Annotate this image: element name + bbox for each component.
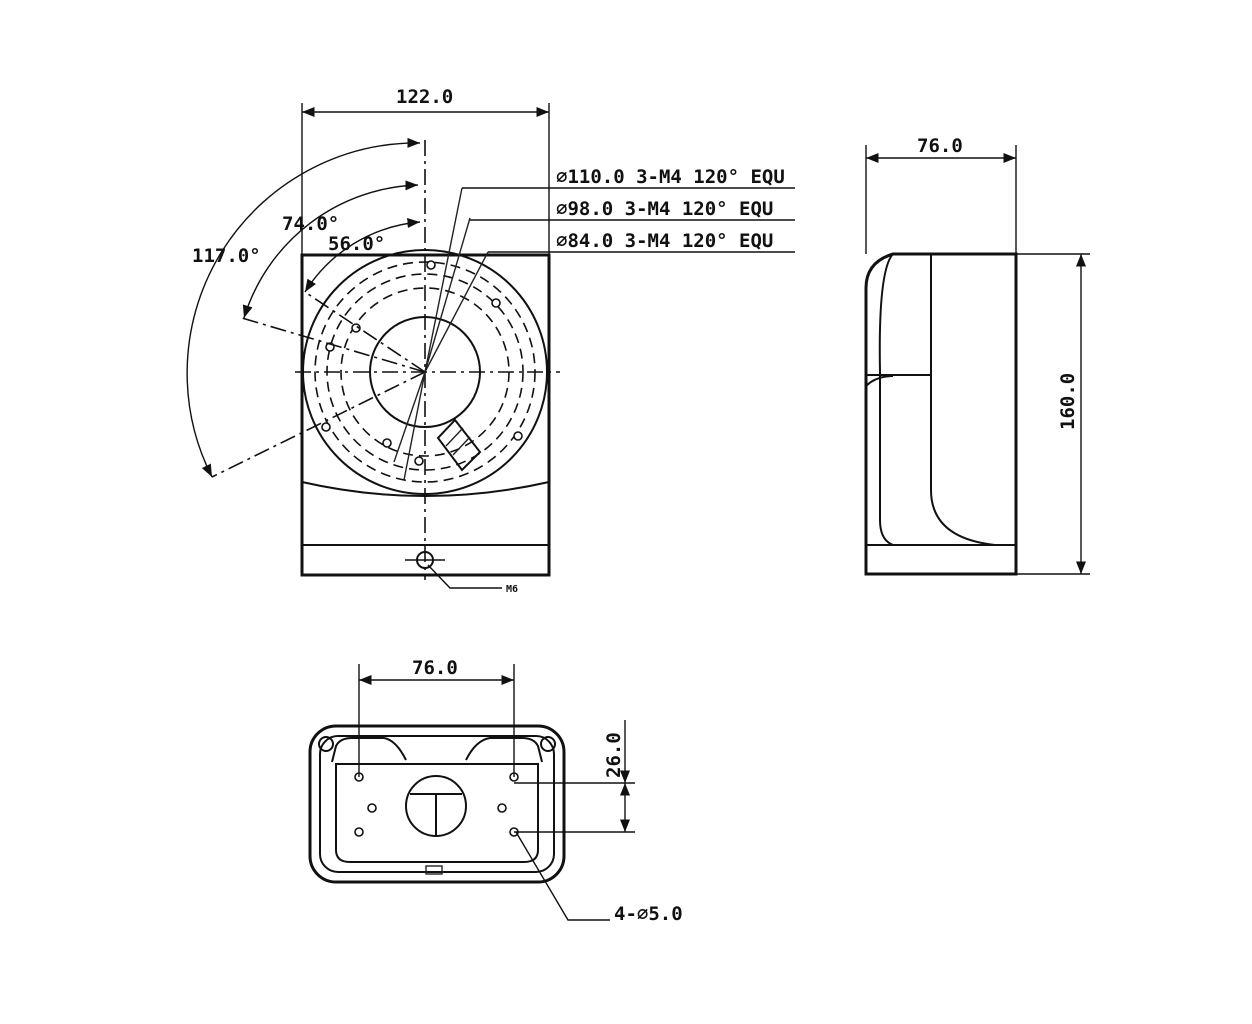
m6-label: M6 <box>506 584 518 595</box>
mount-hole <box>367 803 377 813</box>
angle-ray <box>211 371 426 478</box>
leader-line <box>424 187 463 373</box>
slot-left <box>331 737 407 763</box>
front-view: 117.0° 74.0° 56.0° 122.0 ∅110.0 3-M4 120… <box>186 86 795 595</box>
mount-hole <box>426 260 436 270</box>
mount-hole <box>414 456 424 466</box>
bottom-inner-outline <box>319 735 555 873</box>
bottom-tab <box>425 865 443 875</box>
angle-117-label: 117.0° <box>192 245 261 267</box>
mount-hole <box>497 803 507 813</box>
callout-110-label: ∅110.0 3-M4 120° EQU <box>556 166 785 188</box>
mount-hole <box>513 431 523 441</box>
mount-hole <box>491 298 501 308</box>
cable-conduit <box>436 418 482 472</box>
side-height-160-label: 160.0 <box>1057 373 1079 430</box>
bottom-view: 76.0 26.0 4-∅5.0 <box>308 657 683 925</box>
angle-74-label: 74.0° <box>282 213 339 235</box>
bottom-plate <box>335 763 539 863</box>
leader-line <box>424 251 489 373</box>
side-split-curve <box>865 375 894 387</box>
corner-screw-right <box>540 736 556 752</box>
arc-117 <box>186 137 421 478</box>
leader-line <box>424 217 471 373</box>
corner-screw-left <box>318 736 334 752</box>
side-width-76-label: 76.0 <box>917 135 963 157</box>
holes-leader <box>515 831 610 921</box>
bottom-outer-outline <box>308 724 566 884</box>
holes-4x5-label: 4-∅5.0 <box>614 903 683 925</box>
angle-ray <box>241 317 426 373</box>
side-inner-curve <box>930 489 1016 546</box>
mount-hole <box>321 422 331 432</box>
bottom-spacing-26-label: 26.0 <box>603 732 625 778</box>
bottom-width-76-label: 76.0 <box>412 657 458 679</box>
width-122-label: 122.0 <box>396 86 453 108</box>
arc-56 <box>304 218 421 293</box>
m6-leader <box>427 564 502 589</box>
mount-hole <box>382 438 392 448</box>
side-body-outline <box>864 252 1018 576</box>
mount-hole <box>354 827 364 837</box>
side-view: 76.0 160.0 <box>864 135 1090 576</box>
callout-98-label: ∅98.0 3-M4 120° EQU <box>556 198 773 220</box>
side-front-curve <box>878 253 894 546</box>
angle-56-label: 56.0° <box>328 233 385 255</box>
slot-right <box>465 737 543 763</box>
callout-84-label: ∅84.0 3-M4 120° EQU <box>556 230 773 252</box>
